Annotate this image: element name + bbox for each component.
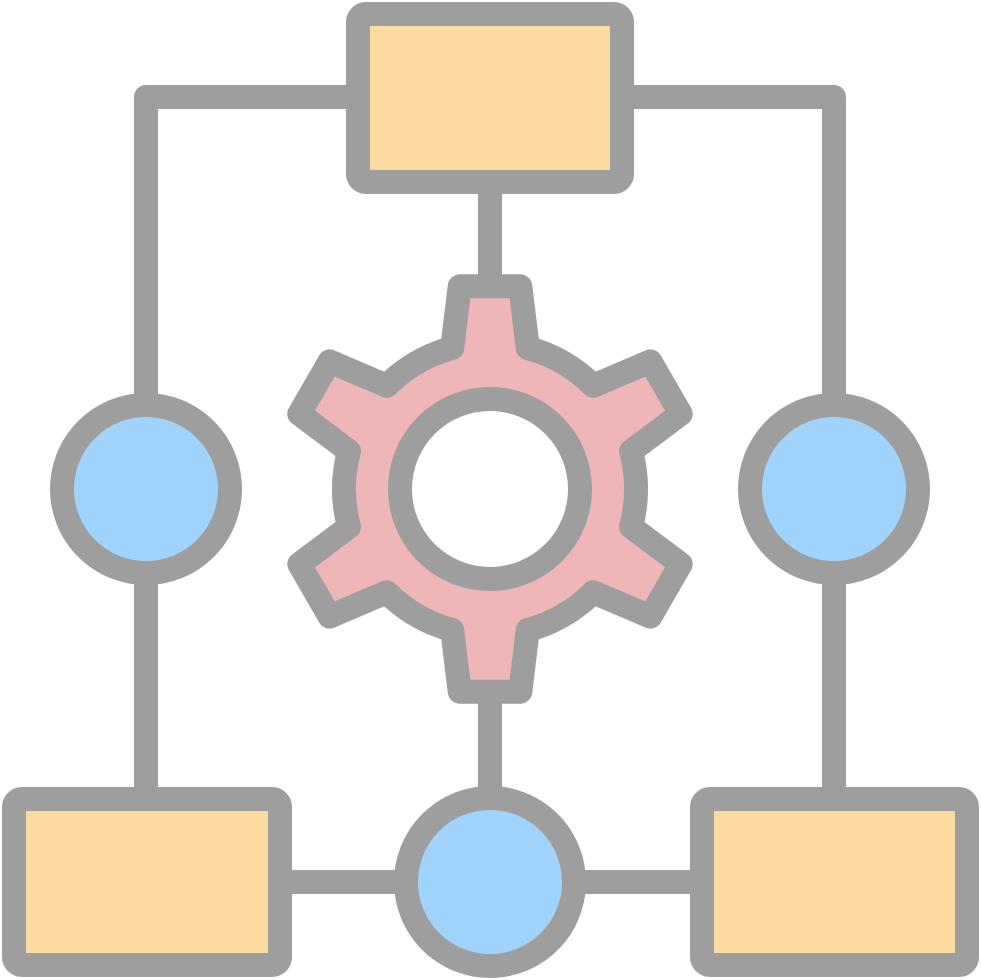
gear-hole <box>388 387 592 591</box>
box-bottom-right <box>690 787 979 977</box>
connector-top-left <box>134 85 370 417</box>
node-left <box>50 393 242 585</box>
box-top <box>346 2 634 194</box>
decision-nodes <box>50 393 930 978</box>
connector-lines <box>134 85 846 894</box>
connector-top-right <box>610 85 846 417</box>
node-bottom <box>394 786 586 978</box>
box-bottom-left <box>2 787 292 977</box>
gear-icon <box>287 274 693 704</box>
node-right <box>738 393 930 585</box>
